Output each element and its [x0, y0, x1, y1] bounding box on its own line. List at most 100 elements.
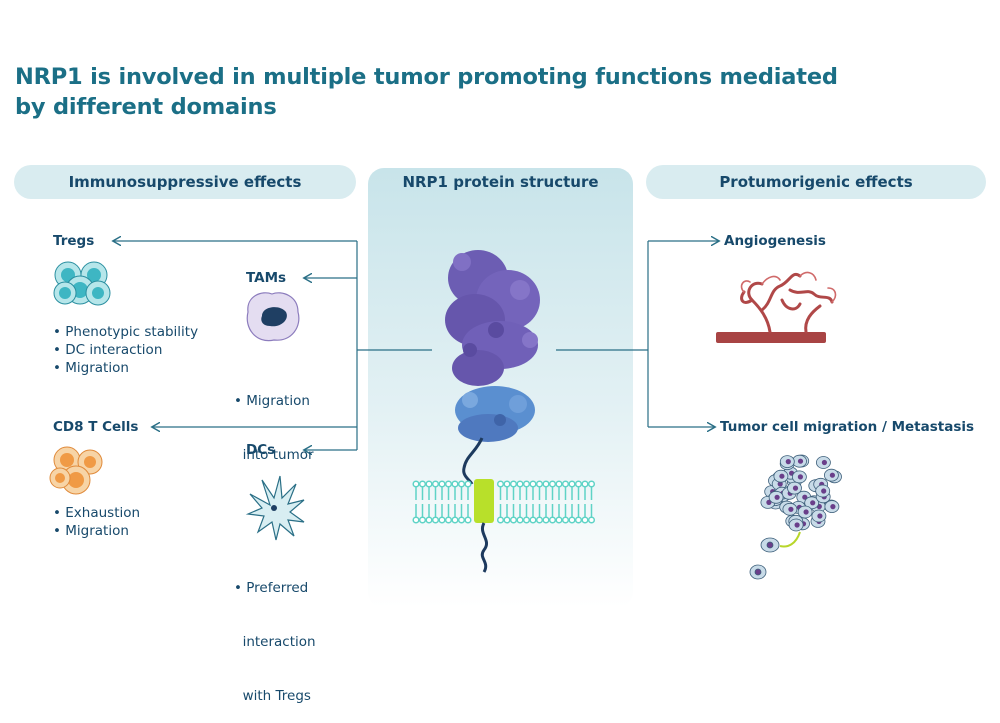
lipid-head: [574, 480, 583, 488]
tumor-cell-nucleus: [794, 522, 800, 528]
lipid-head: [581, 516, 589, 524]
tumor-cell-nucleus: [797, 458, 804, 464]
tregs-item: • Migration: [53, 360, 129, 376]
dcs-list: • Preferred interaction with Tregs: [234, 543, 316, 723]
lipid-head: [542, 480, 550, 488]
cd8-cells-icon: [49, 446, 103, 495]
tumor-cell-nucleus: [797, 474, 804, 480]
angiogenesis-label: Angiogenesis: [724, 233, 826, 249]
lipid-head: [529, 516, 537, 524]
lipid-head: [464, 516, 472, 524]
tams-item: into tumor: [234, 447, 314, 463]
header-protumorigenic: Protumorigenic effects: [646, 165, 986, 199]
lipid-head: [464, 480, 472, 488]
tam-cell-icon: [246, 292, 300, 342]
transmembrane-domain-icon: [474, 479, 494, 573]
dcs-item: • Preferred: [234, 580, 309, 596]
lipid-head: [522, 516, 531, 524]
lipid-head: [581, 480, 589, 488]
lipid-head: [496, 480, 505, 488]
lipid-head: [516, 516, 524, 524]
lipid-head: [451, 516, 459, 524]
tams-label: TAMs: [246, 270, 287, 286]
lipid-head: [431, 516, 440, 524]
lipid-head: [568, 516, 576, 524]
tregs-list: • Phenotypic stability • DC interaction …: [53, 323, 198, 377]
lipid-head: [425, 480, 433, 488]
lipid-head: [457, 480, 466, 488]
lipid-head: [548, 516, 557, 524]
lipid-head: [457, 516, 466, 524]
tumor-cell-nucleus: [817, 513, 823, 519]
lipid-head: [516, 480, 524, 488]
tumor-cluster-icon: [749, 454, 842, 580]
tumor-cell-nucleus: [821, 488, 827, 494]
metastasis-label: Tumor cell migration / Metastasis: [720, 419, 975, 435]
tumor-cell-nucleus: [829, 472, 836, 478]
tumor-cell-nucleus: [810, 500, 816, 506]
tams-item: • Migration: [234, 393, 310, 409]
lipid-head: [587, 480, 596, 488]
page-title: NRP1 is involved in multiple tumor promo…: [15, 62, 915, 122]
lipid-head: [444, 480, 453, 488]
lipid-head: [548, 480, 557, 488]
lipid-head: [568, 480, 576, 488]
cd8-item: • Exhaustion: [53, 505, 141, 521]
cd8-item: • Migration: [53, 523, 129, 539]
tumor-cell-nucleus: [785, 459, 791, 465]
cell-membrane-icon: [412, 480, 596, 524]
tumor-cell-nucleus: [821, 459, 828, 466]
lipid-head: [587, 516, 596, 524]
left-connectors: [114, 241, 432, 450]
tumor-cell-nucleus: [779, 473, 785, 479]
lipid-head: [425, 516, 433, 524]
dcs-item: interaction: [234, 634, 316, 650]
lipid-head: [438, 480, 446, 488]
lipid-head: [509, 516, 518, 524]
lipid-head: [535, 516, 544, 524]
lipid-head: [555, 480, 563, 488]
dcs-item: with Tregs: [234, 688, 311, 704]
cd8-label: CD8 T Cells: [53, 419, 139, 435]
tumor-cell-nucleus: [774, 494, 780, 500]
tumor-cell-nucleus: [803, 509, 809, 515]
title-line-1: NRP1 is involved in multiple tumor promo…: [15, 64, 838, 90]
dcs-label: DCs: [246, 442, 276, 458]
tumor-cell-nucleus: [830, 504, 836, 510]
tregs-label: Tregs: [53, 233, 95, 249]
lipid-head: [535, 480, 544, 488]
lipid-head: [555, 516, 563, 524]
header-immunosuppressive: Immunosuppressive effects: [14, 165, 356, 199]
tams-list: • Migration into tumor: [234, 356, 314, 482]
lipid-head: [496, 516, 505, 524]
angiogenesis-vessel-icon: [716, 271, 837, 343]
lipid-head: [503, 516, 511, 524]
lipid-head: [431, 480, 440, 488]
lipid-head: [444, 516, 453, 524]
lipid-head: [438, 516, 446, 524]
lipid-head: [561, 516, 570, 524]
lipid-head: [509, 480, 518, 488]
tumor-cell-nucleus: [792, 485, 799, 491]
lipid-head: [529, 480, 537, 488]
lipid-head: [542, 516, 550, 524]
lipid-head: [418, 516, 427, 524]
title-line-2: by different domains: [15, 94, 277, 120]
cd8-list: • Exhaustion • Migration: [53, 504, 140, 540]
right-connectors: [556, 241, 718, 427]
lipid-head: [503, 480, 511, 488]
tregs-item: • DC interaction: [53, 342, 163, 358]
dc-cell-icon: [245, 475, 305, 541]
tumor-cell-nucleus: [788, 506, 794, 512]
tregs-item: • Phenotypic stability: [53, 324, 199, 340]
tumor-cell-nucleus: [777, 481, 783, 487]
lipid-head: [412, 480, 420, 488]
nrp1-protein-icon: [445, 250, 540, 485]
lipid-head: [522, 480, 531, 488]
lipid-head: [574, 516, 583, 524]
diagram-graphics: [49, 0, 842, 580]
lipid-head: [418, 480, 427, 488]
lipid-head: [451, 480, 459, 488]
tregs-cells-icon: [53, 261, 111, 306]
tumor-cell-nucleus: [802, 494, 808, 500]
